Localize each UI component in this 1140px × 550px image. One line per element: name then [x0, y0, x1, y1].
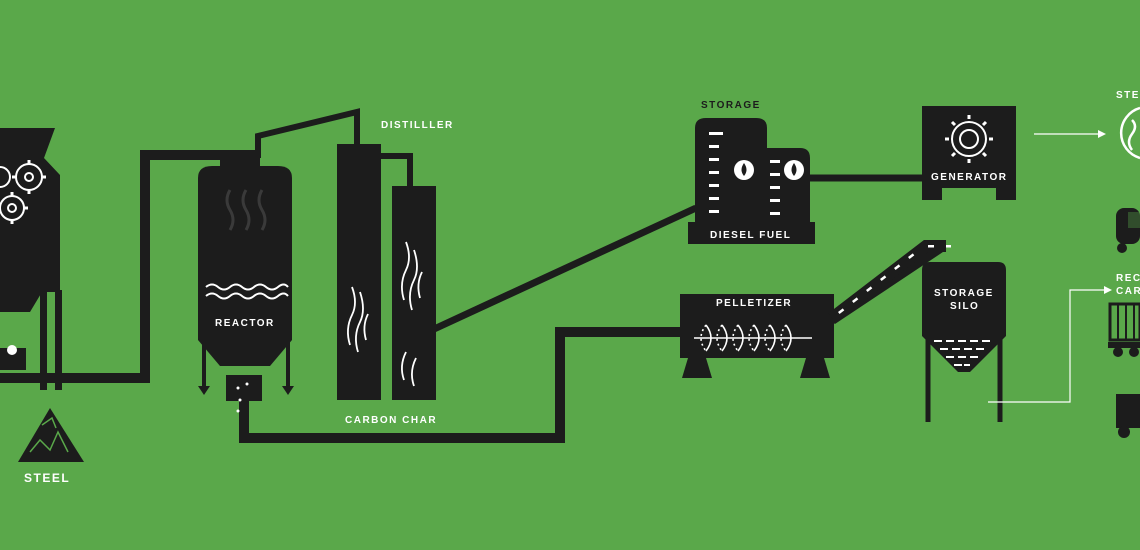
steel-label-right: STE	[1116, 90, 1140, 101]
pipe-shredder-to-reactor	[0, 150, 222, 383]
shredder-hopper	[0, 128, 60, 312]
diesel-fuel-label: DIESEL FUEL	[710, 230, 791, 241]
diesel-storage: DIESEL FUEL	[688, 118, 815, 244]
distiller-column-2	[392, 186, 436, 400]
storage-silo: STORAGE SILO	[922, 262, 1006, 422]
distiller-connector	[374, 153, 413, 186]
pellets	[934, 340, 990, 366]
storage-silo-label-2: SILO	[950, 301, 979, 312]
generator: GENERATOR	[922, 106, 1016, 200]
flame-icon	[347, 241, 423, 387]
rec-label: REC	[1116, 273, 1140, 284]
gear-icon	[945, 115, 993, 163]
reactor-body	[198, 166, 292, 366]
box-truck-icon	[1116, 394, 1140, 438]
distiller	[337, 144, 436, 400]
gear-icon	[0, 160, 46, 224]
shredder-leg-right	[55, 290, 62, 390]
distiller-label: DISTILLLER	[381, 120, 454, 131]
water-waves-icon	[205, 283, 289, 300]
arrow-right-icon	[988, 286, 1112, 403]
storage-label: STORAGE	[701, 100, 761, 111]
reactor-label: REACTOR	[215, 318, 275, 329]
shredder	[0, 128, 62, 390]
pelletizer: PELLETIZER	[680, 294, 834, 378]
tanker-truck-icon	[1116, 208, 1140, 253]
conveyor	[828, 240, 960, 323]
rubber-crumb-icon	[7, 345, 17, 355]
carbon-char-label: CARBON CHAR	[345, 415, 437, 426]
char-collector	[226, 375, 262, 401]
pipe-distiller-to-storage	[430, 204, 698, 334]
auger-screw-icon	[694, 324, 812, 352]
distiller-column-1	[337, 144, 381, 400]
pelletizer-label: PELLETIZER	[716, 298, 792, 309]
generator-label: GENERATOR	[931, 172, 1007, 183]
heat-waves-icon	[225, 189, 267, 231]
pipe-reactor-to-distiller	[255, 108, 360, 158]
car-label: CAR	[1116, 286, 1140, 297]
arrow-right-icon	[1034, 130, 1106, 138]
flatbed-truck-icon	[1108, 302, 1140, 357]
droplet-icon	[734, 160, 804, 180]
storage-silo-label-1: STORAGE	[934, 288, 994, 299]
pipe-char-to-pelletizer	[239, 327, 684, 443]
steel-label-bottom: STEEL	[24, 471, 70, 485]
shredder-leg-left	[40, 290, 47, 390]
steel-coil-icon	[1119, 106, 1140, 160]
shredder-output-bin	[0, 348, 26, 370]
reactor: REACTOR	[198, 150, 294, 413]
steel-pile-icon	[18, 408, 84, 462]
